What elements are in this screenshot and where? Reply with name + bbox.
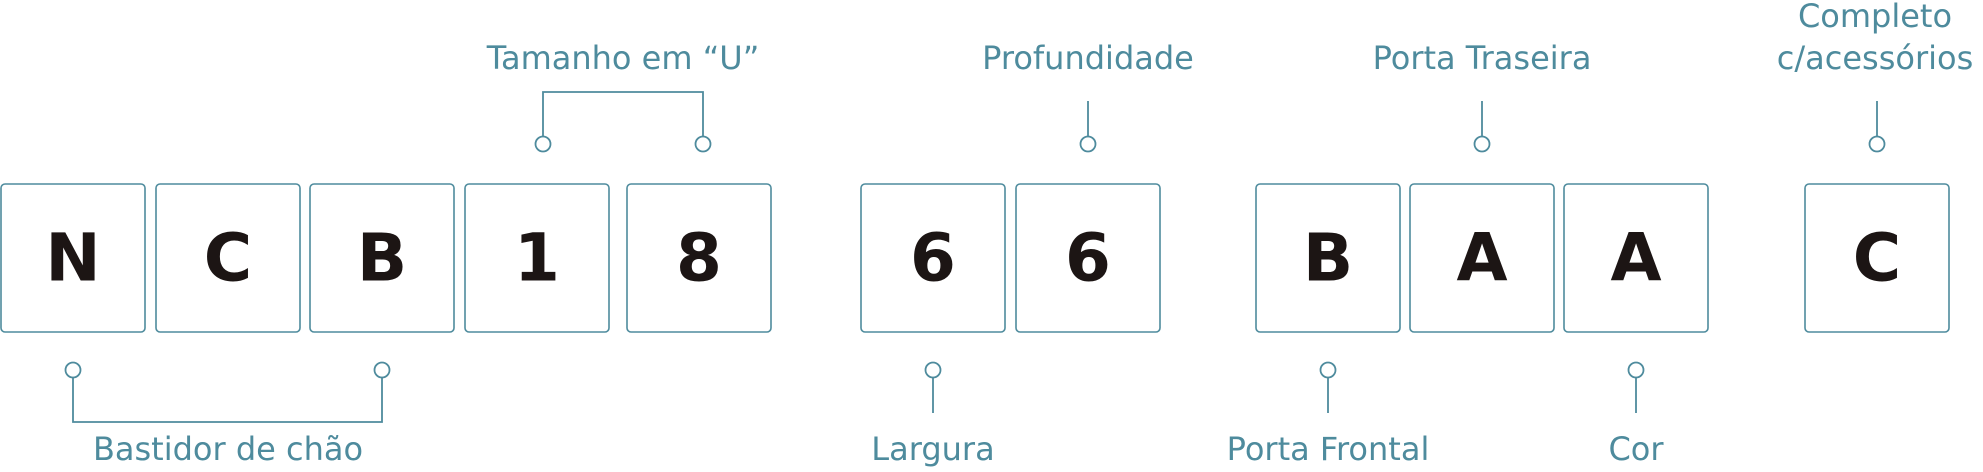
code-box-1: N xyxy=(0,183,146,333)
connector-completo xyxy=(1868,101,1886,153)
code-box-3: B xyxy=(309,183,455,333)
label-profundidade: Profundidade xyxy=(982,39,1194,77)
code-char-1: N xyxy=(45,220,100,297)
label-largura: Largura xyxy=(871,430,994,468)
code-char-10: A xyxy=(1610,220,1661,297)
code-char-2: C xyxy=(204,220,252,297)
code-box-6: 6 xyxy=(860,183,1006,333)
connector-cor xyxy=(1627,361,1645,413)
code-box-7: 6 xyxy=(1015,183,1161,333)
code-char-8: B xyxy=(1303,220,1353,297)
code-box-11: C xyxy=(1804,183,1950,333)
bracket-bastidor xyxy=(72,378,383,423)
connector-dot xyxy=(1473,135,1491,153)
code-box-5: 8 xyxy=(626,183,772,333)
code-char-3: B xyxy=(357,220,407,297)
code-char-7: 6 xyxy=(1065,220,1111,297)
label-cor: Cor xyxy=(1608,430,1664,468)
connector-largura xyxy=(924,361,942,413)
code-box-10: A xyxy=(1563,183,1709,333)
code-char-5: 8 xyxy=(676,220,722,297)
connector-dot xyxy=(694,135,712,153)
code-box-8: B xyxy=(1255,183,1401,333)
connector-dot xyxy=(373,361,391,379)
connector-tamanho xyxy=(534,91,712,153)
code-char-6: 6 xyxy=(910,220,956,297)
code-box-2: C xyxy=(155,183,301,333)
connector-dot xyxy=(1079,135,1097,153)
code-box-4: 1 xyxy=(464,183,610,333)
connector-porta-frontal xyxy=(1319,361,1337,413)
connector-dot xyxy=(64,361,82,379)
code-char-9: A xyxy=(1456,220,1507,297)
code-box-9: A xyxy=(1409,183,1555,333)
connector-dot xyxy=(1868,135,1886,153)
bracket-tamanho xyxy=(542,91,704,136)
code-char-4: 1 xyxy=(514,220,560,297)
code-char-11: C xyxy=(1853,220,1901,297)
label-bastidor: Bastidor de chão xyxy=(93,430,363,468)
label-porta-traseira: Porta Traseira xyxy=(1373,39,1592,77)
connector-dot xyxy=(1319,361,1337,379)
connector-dot xyxy=(534,135,552,153)
label-completo-line1: Completo xyxy=(1798,0,1952,35)
connector-dot xyxy=(924,361,942,379)
connector-dot xyxy=(1627,361,1645,379)
connector-porta-traseira xyxy=(1473,101,1491,153)
label-tamanho: Tamanho em “U” xyxy=(486,39,760,77)
connector-profundidade xyxy=(1079,101,1097,153)
connector-bastidor xyxy=(64,361,391,423)
label-completo-line2: c/acessórios xyxy=(1777,39,1973,77)
label-porta-frontal: Porta Frontal xyxy=(1227,430,1430,468)
